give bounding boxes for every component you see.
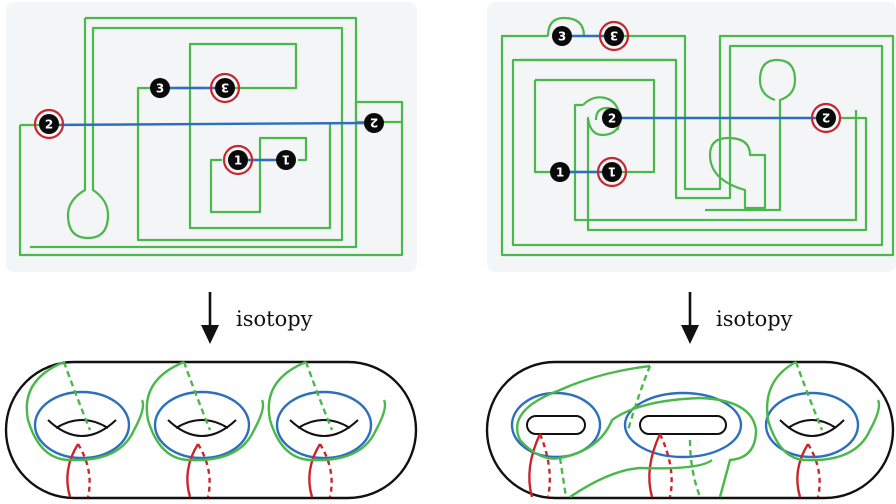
node-label: 3: [610, 29, 618, 43]
node-label: 2: [45, 118, 53, 132]
isotopy-arrow-left: isotopy: [201, 292, 313, 344]
green-curves: [515, 360, 881, 498]
blue-curves: [33, 390, 373, 460]
holes: [47, 419, 359, 437]
left-panel-background: [6, 2, 417, 272]
node: 1: [276, 150, 296, 170]
node: 1: [602, 162, 622, 182]
node: 1: [550, 162, 570, 182]
node-label: 2: [608, 112, 616, 126]
node-label: 1: [556, 166, 564, 180]
node-label: 1: [608, 165, 616, 179]
right-plane-diagram: 3 3 2 2 1 1: [487, 2, 896, 272]
holes: [526, 415, 845, 437]
node: 2: [364, 113, 384, 133]
red-curves: [66, 443, 333, 498]
surface-outline: [4, 360, 418, 500]
node: 1: [228, 150, 248, 170]
node-label: 3: [558, 30, 566, 44]
node: 3: [604, 26, 624, 46]
left-red-rings: [33, 72, 254, 176]
green-curves: [25, 360, 387, 462]
node-label: 2: [822, 111, 830, 125]
left-plane-diagram: 3 3 2 2 1 1: [6, 2, 417, 272]
node-label: 2: [370, 116, 378, 130]
node-label: 3: [156, 82, 164, 96]
down-arrow-icon: [201, 325, 219, 344]
left-nodes: 3 3 2 2 1 1: [39, 78, 384, 170]
right-red-rings: [596, 20, 842, 188]
node: 3: [215, 78, 235, 98]
node-label: 3: [221, 81, 229, 95]
left-genus-surface: [4, 360, 418, 500]
node-label: 1: [234, 154, 242, 168]
node-label: 1: [282, 153, 290, 167]
node: 2: [39, 114, 59, 134]
node: 3: [150, 78, 170, 98]
right-nodes: 3 3 2 2 1 1: [550, 26, 836, 182]
isotopy-arrow-right: isotopy: [681, 292, 793, 344]
down-arrow-icon: [681, 325, 699, 344]
right-panel-background: [487, 2, 896, 272]
red-curves: [528, 433, 821, 498]
isotopy-label: isotopy: [236, 307, 313, 331]
blue-curves: [510, 391, 860, 459]
surface-outline: [485, 360, 895, 500]
node: 2: [602, 108, 622, 128]
node: 2: [816, 108, 836, 128]
right-genus-surface: [485, 360, 895, 500]
node: 3: [552, 26, 572, 46]
right-green-curve: [500, 16, 895, 257]
isotopy-label: isotopy: [716, 307, 793, 331]
